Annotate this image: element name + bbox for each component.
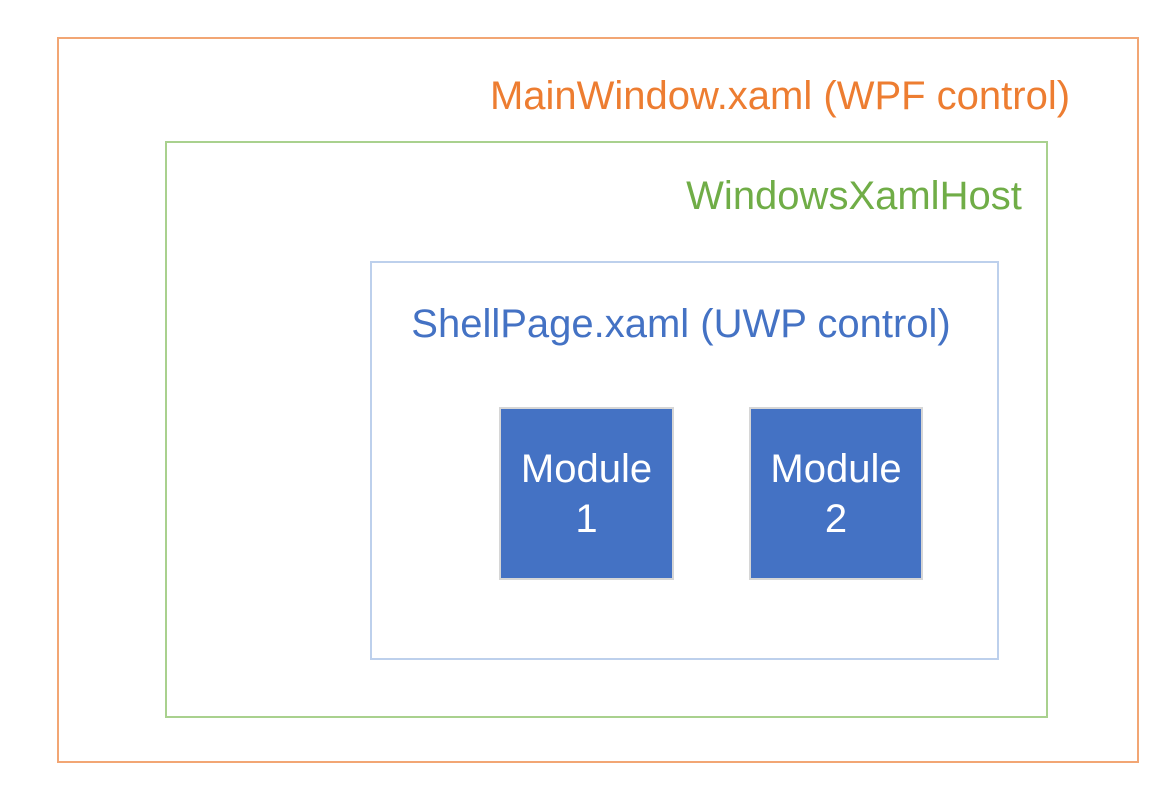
main-window-title: MainWindow.xaml (WPF control)	[489, 74, 1071, 118]
shell-page-title: ShellPage.xaml (UWP control)	[411, 302, 951, 346]
module-1-label: Module	[520, 446, 653, 491]
xaml-host-title: WindowsXamlHost	[686, 174, 1022, 218]
module-2-box: Module 2	[749, 407, 923, 580]
xaml-host-box: WindowsXamlHost ShellPage.xaml (UWP cont…	[165, 141, 1048, 718]
shell-page-box: ShellPage.xaml (UWP control) Module 1 Mo…	[370, 261, 999, 660]
module-1-number: 1	[575, 496, 598, 541]
module-1-box: Module 1	[499, 407, 674, 580]
main-window-box: MainWindow.xaml (WPF control) WindowsXam…	[57, 37, 1139, 763]
module-2-number: 2	[824, 496, 848, 541]
module-2-label: Module	[770, 446, 902, 491]
